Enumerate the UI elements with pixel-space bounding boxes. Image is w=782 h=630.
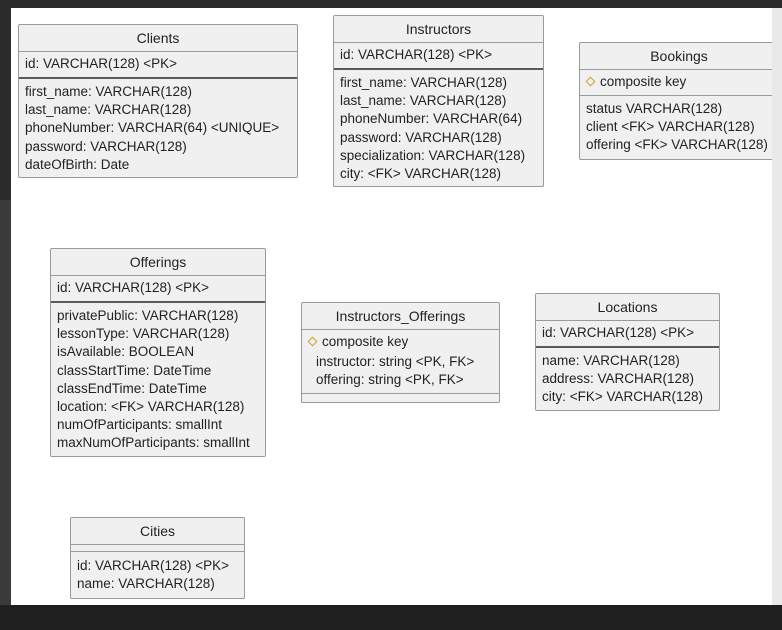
entity-title: Bookings (580, 43, 772, 70)
entity-title: Offerings (51, 249, 265, 276)
composite-key-row: composite key (580, 70, 772, 95)
primary-key-row: id: VARCHAR(128) <PK> (19, 52, 297, 79)
attribute-row: offering: string <PK, FK> (316, 372, 464, 387)
attribute-row: instructor: string <PK, FK> (316, 354, 475, 369)
primary-key-row: id: VARCHAR(128) <PK> (51, 276, 265, 303)
entity-locations[interactable]: Locations id: VARCHAR(128) <PK> name: VA… (535, 293, 720, 411)
attribute-list: id: VARCHAR(128) <PK> name: VARCHAR(128) (71, 552, 244, 596)
attribute-row: numOfParticipants: smallInt (57, 417, 223, 433)
attribute-row: client <FK> VARCHAR(128) (586, 119, 755, 135)
attribute-list: first_name: VARCHAR(128) last_name: VARC… (19, 79, 297, 177)
diamond-icon (307, 336, 318, 347)
attribute-list: status VARCHAR(128) client <FK> VARCHAR(… (580, 95, 772, 158)
attribute-row: first_name: VARCHAR(128) (340, 75, 508, 90)
attribute-list: instructor: string <PK, FK> offering: st… (302, 353, 499, 389)
attribute-row: maxNumOfParticipants: smallInt (57, 435, 250, 451)
entity-title: Instructors_Offerings (302, 303, 499, 330)
attribute-row: id: VARCHAR(128) <PK> (77, 558, 230, 573)
entity-title: Instructors (334, 16, 543, 43)
attribute-row: status VARCHAR(128) (586, 101, 723, 116)
right-scroll-edge (772, 8, 782, 605)
attribute-list: first_name: VARCHAR(128) last_name: VARC… (334, 70, 543, 186)
attribute-list: privatePublic: VARCHAR(128) lessonType: … (51, 303, 265, 456)
attribute-row: password: VARCHAR(128) (25, 138, 187, 154)
attribute-row: city: <FK> VARCHAR(128) (340, 166, 502, 182)
entity-clients[interactable]: Clients id: VARCHAR(128) <PK> first_name… (18, 24, 298, 178)
attribute-row: isAvailable: BOOLEAN (57, 344, 195, 360)
attribute-row: password: VARCHAR(128) (340, 129, 502, 145)
composite-key-label: composite key (322, 334, 409, 349)
diamond-icon (585, 76, 596, 87)
entity-bookings[interactable]: Bookings composite key status VARCHAR(12… (579, 42, 772, 160)
empty-attribute-section (302, 393, 499, 400)
attribute-row: address: VARCHAR(128) (542, 371, 695, 387)
attribute-row: city: <FK> VARCHAR(128) (542, 389, 704, 405)
bottom-bar (0, 605, 782, 630)
entity-title: Clients (19, 25, 297, 52)
attribute-row: classStartTime: DateTime (57, 362, 212, 378)
attribute-row: name: VARCHAR(128) (77, 576, 215, 592)
attribute-row: name: VARCHAR(128) (542, 353, 680, 368)
attribute-row: last_name: VARCHAR(128) (340, 93, 507, 109)
entity-instructors-offerings[interactable]: Instructors_Offerings composite key inst… (301, 302, 500, 403)
composite-key-row: composite key (302, 330, 499, 353)
attribute-row: first_name: VARCHAR(128) (25, 84, 193, 99)
attribute-row: classEndTime: DateTime (57, 380, 207, 396)
left-panel-strip (0, 200, 11, 605)
attribute-row: phoneNumber: VARCHAR(64) (340, 111, 523, 127)
primary-key-row: id: VARCHAR(128) <PK> (536, 321, 719, 348)
entity-instructors[interactable]: Instructors id: VARCHAR(128) <PK> first_… (333, 15, 544, 187)
primary-key-row: id: VARCHAR(128) <PK> (334, 43, 543, 70)
entity-title: Cities (71, 518, 244, 545)
attribute-row: lessonType: VARCHAR(128) (57, 326, 230, 342)
empty-key-section (71, 545, 244, 552)
attribute-row: phoneNumber: VARCHAR(64) <UNIQUE> (25, 120, 280, 136)
attribute-row: offering <FK> VARCHAR(128) (586, 137, 768, 153)
attribute-list: name: VARCHAR(128) address: VARCHAR(128)… (536, 348, 719, 410)
entity-offerings[interactable]: Offerings id: VARCHAR(128) <PK> privateP… (50, 248, 266, 457)
attribute-row: specialization: VARCHAR(128) (340, 147, 526, 163)
attribute-row: dateOfBirth: Date (25, 156, 130, 172)
entity-title: Locations (536, 294, 719, 321)
entity-cities[interactable]: Cities id: VARCHAR(128) <PK> name: VARCH… (70, 517, 245, 599)
attribute-row: location: <FK> VARCHAR(128) (57, 399, 245, 415)
composite-key-label: composite key (600, 74, 687, 89)
attribute-row: privatePublic: VARCHAR(128) (57, 308, 239, 323)
attribute-row: last_name: VARCHAR(128) (25, 102, 192, 118)
diagram-canvas[interactable]: Clients id: VARCHAR(128) <PK> first_name… (11, 8, 772, 605)
